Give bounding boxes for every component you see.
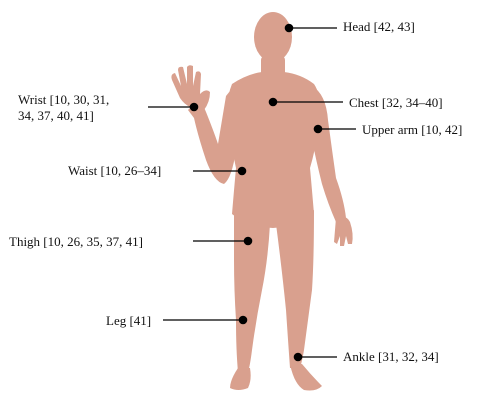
marker-dot-thigh xyxy=(244,237,253,246)
label-waist-text: Waist [10, 26–34] xyxy=(68,163,161,179)
right-leg-shape xyxy=(276,210,314,368)
right-foot-shape xyxy=(290,364,322,391)
label-wrist-text-line1: Wrist [10, 30, 31, xyxy=(18,92,109,108)
label-upper-arm-text: Upper arm [10, 42] xyxy=(362,122,462,138)
label-ankle: Ankle [31, 32, 34] xyxy=(343,349,439,365)
label-chest: Chest [32, 34–40] xyxy=(349,95,443,111)
hanging-arm-shape xyxy=(309,86,346,222)
label-ankle-text: Ankle [31, 32, 34] xyxy=(343,349,439,365)
marker-dot-upper-arm xyxy=(314,125,323,134)
label-wrist-text-line2: 34, 37, 40, 41] xyxy=(18,108,109,124)
label-wrist: Wrist [10, 30, 31, 34, 37, 40, 41] xyxy=(18,92,109,124)
marker-dot-wrist xyxy=(190,103,199,112)
marker-dot-leg xyxy=(239,316,248,325)
label-head-text: Head [42, 43] xyxy=(343,19,415,35)
left-foot-shape xyxy=(230,368,251,390)
label-leg-text: Leg [41] xyxy=(106,313,151,329)
label-leg: Leg [41] xyxy=(106,313,151,329)
marker-dot-waist xyxy=(238,167,247,176)
label-head: Head [42, 43] xyxy=(343,19,415,35)
label-upper-arm: Upper arm [10, 42] xyxy=(362,122,462,138)
label-waist: Waist [10, 26–34] xyxy=(68,163,161,179)
marker-dot-chest xyxy=(269,98,278,107)
left-leg-shape xyxy=(234,210,270,372)
head-shape xyxy=(254,12,292,62)
marker-dot-ankle xyxy=(294,353,303,362)
human-body-silhouette xyxy=(171,12,352,391)
label-chest-text: Chest [32, 34–40] xyxy=(349,95,443,111)
marker-dot-head xyxy=(285,24,294,33)
label-thigh: Thigh [10, 26, 35, 37, 41] xyxy=(9,234,143,250)
raised-hand-shape xyxy=(171,65,210,110)
hanging-hand-shape xyxy=(334,217,353,246)
label-thigh-text: Thigh [10, 26, 35, 37, 41] xyxy=(9,234,143,250)
